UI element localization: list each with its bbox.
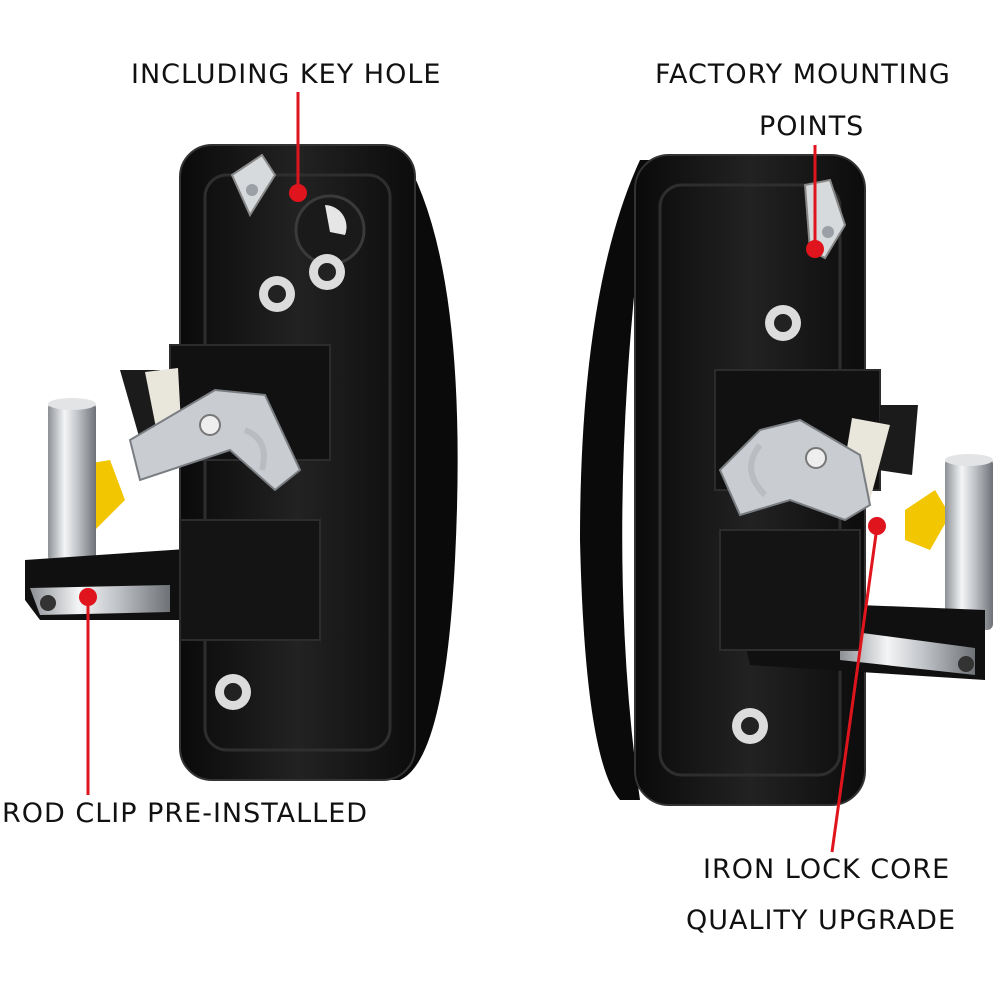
right-door-handle-photo — [580, 154, 993, 806]
callout-mounting-points — [806, 145, 824, 258]
label-mounting-line1: FACTORY MOUNTING — [655, 59, 951, 90]
label-lock-core-line1: IRON LOCK CORE — [703, 854, 951, 885]
callout-key-hole — [289, 92, 307, 202]
label-rod-clip: ROD CLIP PRE-INSTALLED — [2, 798, 369, 829]
label-mounting-line2: POINTS — [759, 111, 865, 142]
left-door-handle-photo — [25, 144, 458, 781]
callout-lock-core — [830, 517, 886, 853]
label-key-hole: INCLUDING KEY HOLE — [131, 59, 442, 90]
label-lock-core-line2: QUALITY UPGRADE — [686, 905, 957, 936]
callout-rod-clip — [79, 588, 97, 795]
